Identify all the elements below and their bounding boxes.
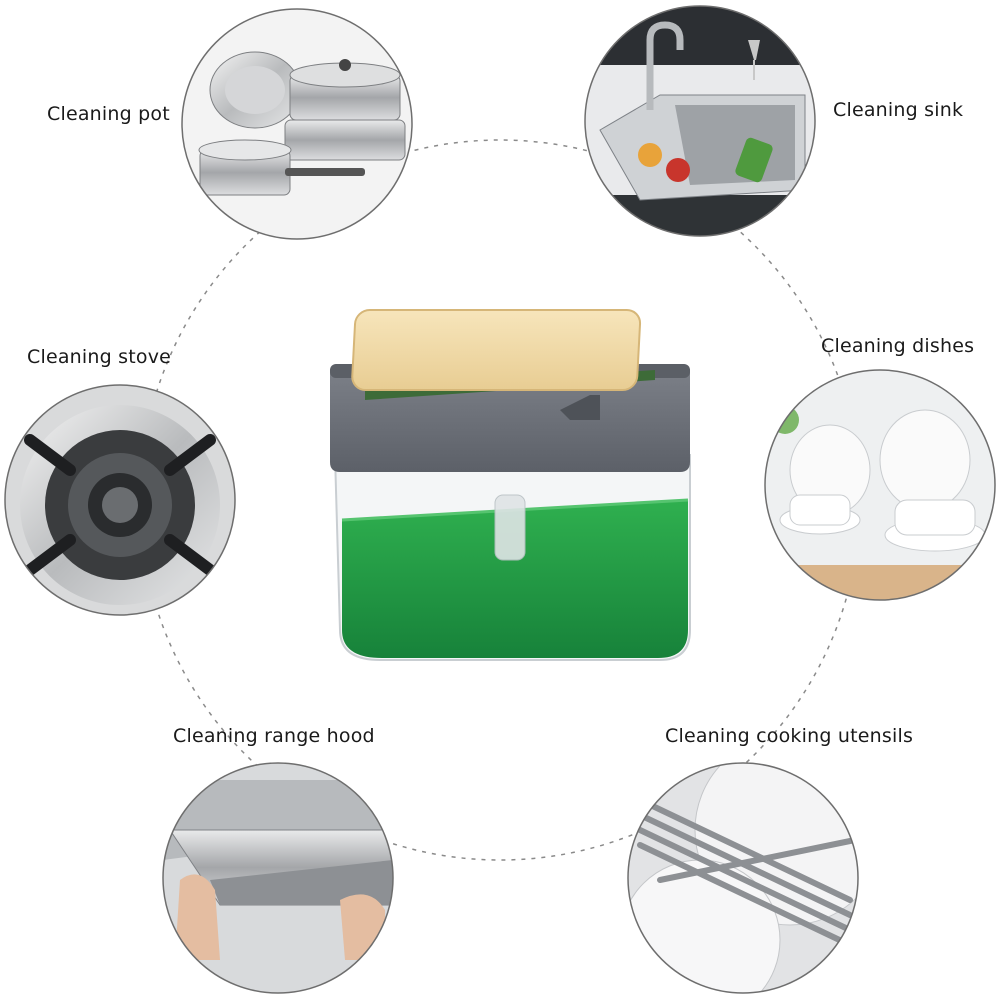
label-cleaning-stove: Cleaning stove: [27, 346, 172, 368]
label-cleaning-range-hood: Cleaning range hood: [173, 725, 375, 747]
soap-liquid: [342, 500, 688, 658]
sponge: [351, 309, 655, 400]
label-cleaning-sink: Cleaning sink: [833, 99, 964, 121]
label-cleaning-dishes: Cleaning dishes: [821, 335, 975, 357]
sink-image: [584, 5, 816, 237]
label-cleaning-pot: Cleaning pot: [47, 103, 170, 125]
range-hood-image: [162, 762, 394, 994]
soap-dispenser: [330, 309, 691, 661]
stove-image: [4, 384, 236, 616]
label-cleaning-cooking-utensils: Cleaning cooking utensils: [665, 725, 914, 747]
pot-image: [181, 8, 413, 240]
pump-button: [494, 494, 526, 561]
utensils-image: [627, 762, 859, 994]
dishes-image: [764, 369, 996, 601]
